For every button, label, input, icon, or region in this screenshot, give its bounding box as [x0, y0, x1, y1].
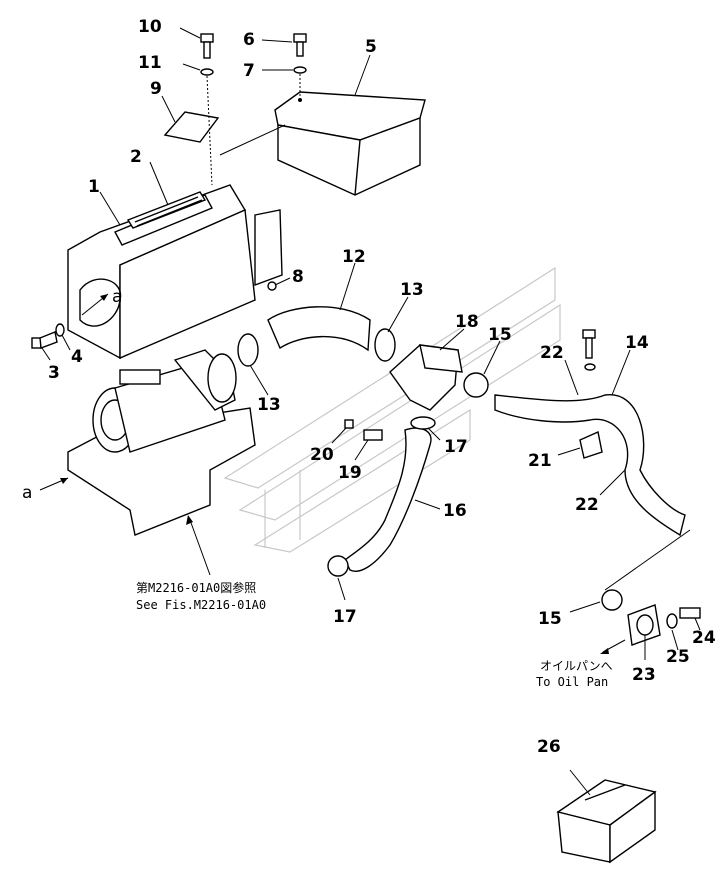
bolt-part-19 — [344, 419, 383, 441]
toolbox-part-26 — [556, 779, 657, 864]
plate-part-9 — [163, 111, 220, 143]
clamp-part-15 — [463, 372, 489, 398]
bolt-part-10 — [200, 33, 214, 186]
bolt-part-22 — [582, 329, 596, 371]
duct-part-18 — [389, 344, 463, 411]
callout-22-top: 22 — [540, 343, 564, 363]
callout-24: 24 — [692, 628, 716, 648]
housing-part-1 — [67, 184, 283, 360]
note-see-fig-jp: 第M2216-01A0図参照 — [136, 580, 256, 595]
callout-12: 12 — [342, 247, 366, 267]
callout-8: 8 — [292, 267, 304, 287]
callout-15-top: 15 — [488, 325, 512, 345]
clamp-part-17 — [327, 416, 436, 577]
callout-4: 4 — [71, 347, 83, 367]
callout-2: 2 — [130, 147, 142, 167]
clamp-part-13 — [237, 328, 396, 367]
callout-25: 25 — [666, 647, 690, 667]
callout-1: 1 — [88, 177, 100, 197]
callout-22-bottom: 22 — [575, 495, 599, 515]
hose-part-16 — [344, 427, 432, 572]
callout-14: 14 — [625, 333, 649, 353]
callout-10: 10 — [138, 17, 162, 37]
marker-a-box: a — [112, 287, 122, 307]
cover-part-5 — [274, 91, 426, 196]
callout-13-left: 13 — [257, 395, 281, 415]
marker-a-left: a — [22, 483, 32, 503]
callout-15-bottom: 15 — [538, 609, 562, 629]
note-see-fig-en: See Fis.M2216-01A0 — [136, 598, 266, 612]
grill-part-2 — [126, 191, 207, 229]
leader-lines — [39, 27, 701, 796]
callout-21: 21 — [528, 451, 552, 471]
bracket-part-21 — [579, 431, 603, 459]
callout-13-right: 13 — [400, 280, 424, 300]
callout-17-top: 17 — [444, 437, 468, 457]
hose-part-14 — [494, 394, 686, 537]
callout-11: 11 — [138, 53, 162, 73]
hose-part-12 — [267, 306, 371, 352]
bolt-part-8 — [267, 281, 277, 291]
bolt-part-6 — [293, 33, 307, 98]
heater-unit — [67, 349, 256, 536]
callout-18: 18 — [455, 312, 479, 332]
callout-9: 9 — [150, 79, 162, 99]
callout-3: 3 — [48, 363, 60, 383]
callout-26: 26 — [537, 737, 561, 757]
bolt-part-3 — [31, 323, 65, 349]
callout-23: 23 — [632, 665, 656, 685]
callout-19: 19 — [338, 463, 362, 483]
callout-5: 5 — [365, 37, 377, 57]
callout-6: 6 — [243, 30, 255, 50]
callout-16: 16 — [443, 501, 467, 521]
lower-right-assembly — [600, 589, 701, 654]
note-oil-pan-en: To Oil Pan — [536, 675, 608, 689]
callouts: 10 11 9 6 7 5 2 1 8 12 13 13 18 15 22 14… — [22, 17, 716, 757]
callout-20: 20 — [310, 445, 334, 465]
note-oil-pan-jp: オイルパンへ — [540, 659, 613, 673]
callout-17-bottom: 17 — [333, 607, 357, 627]
callout-7: 7 — [243, 61, 255, 81]
